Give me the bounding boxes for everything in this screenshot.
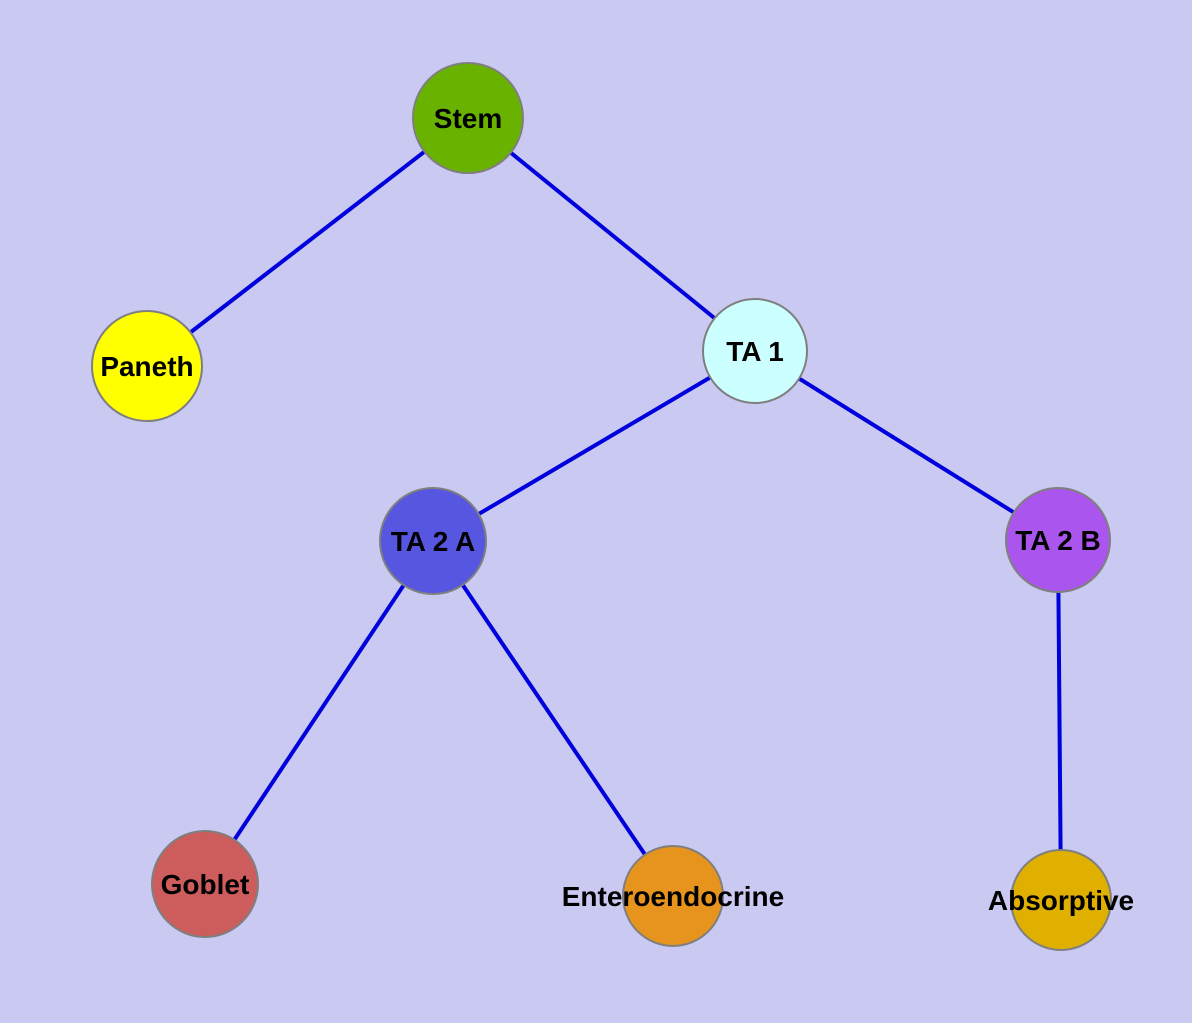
edge-ta1-ta2a <box>431 349 757 543</box>
edge-ta2a-enteroendocrine <box>431 539 675 898</box>
edge-ta2b-absorptive <box>1056 539 1063 901</box>
node-enteroendocrine[interactable] <box>622 845 724 947</box>
edge-ta2a-goblet <box>203 539 435 886</box>
node-absorptive[interactable] <box>1010 849 1112 951</box>
edge-stem-paneth <box>145 116 470 368</box>
edge-stem-ta1 <box>466 116 757 353</box>
node-ta2a[interactable] <box>379 487 487 595</box>
node-ta2b[interactable] <box>1005 487 1111 593</box>
node-stem[interactable] <box>412 62 524 174</box>
edge-ta1-ta2b <box>753 349 1060 542</box>
node-paneth[interactable] <box>91 310 203 422</box>
node-ta1[interactable] <box>702 298 808 404</box>
node-goblet[interactable] <box>151 830 259 938</box>
